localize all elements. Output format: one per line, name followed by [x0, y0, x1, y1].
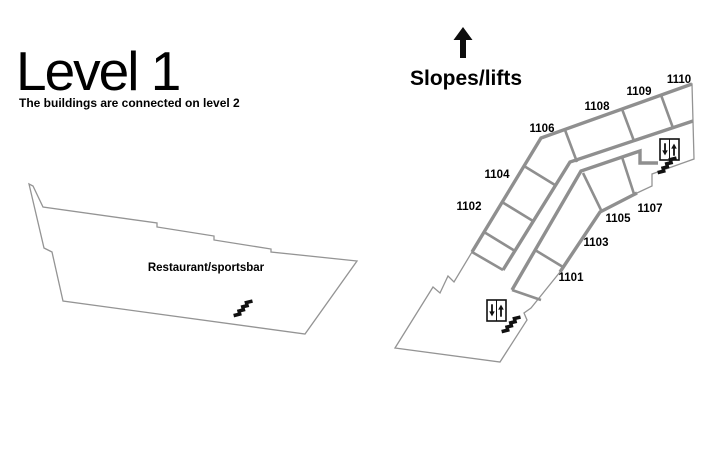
arrow-up-icon	[453, 27, 473, 58]
room-label-1101: 1101	[559, 272, 585, 284]
restaurant-building: Restaurant/sportsbar	[28, 182, 359, 335]
room-label-1110: 1110	[667, 74, 691, 86]
room-label-1103: 1103	[584, 237, 609, 249]
restaurant-label: Restaurant/sportsbar	[148, 262, 265, 274]
slopes-lifts-label: Slopes/lifts	[410, 67, 523, 90]
page-subtitle: The buildings are connected on level 2	[19, 96, 240, 110]
room-label-1105: 1105	[606, 213, 632, 225]
room-label-1107: 1107	[638, 203, 663, 215]
restaurant-building-outline	[28, 182, 359, 335]
room-label-1106: 1106	[530, 123, 555, 135]
room-label-1109: 1109	[627, 86, 652, 98]
room-label-1104: 1104	[485, 169, 511, 181]
page-title: Level 1	[16, 40, 181, 102]
room-walls	[470, 82, 694, 291]
lodging-building: 1101 1102 1103 1104 1105 1106 1107 1108 …	[393, 74, 695, 363]
room-divider-walls	[471, 94, 675, 302]
room-label-1102: 1102	[457, 201, 482, 213]
room-label-1108: 1108	[585, 101, 611, 113]
lift-icon	[486, 299, 507, 322]
